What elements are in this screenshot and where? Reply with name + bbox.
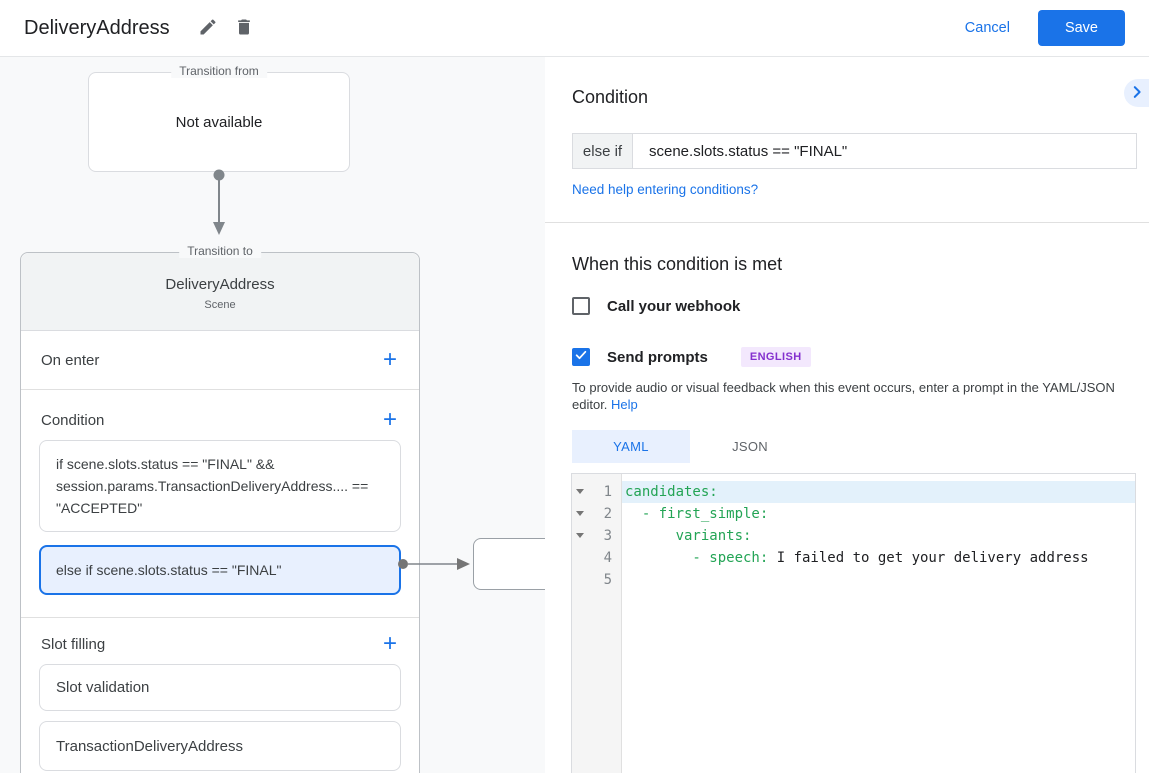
slot-item[interactable]: Slot validation [39,664,401,711]
condition-label: Condition [41,411,105,429]
scene-type-label: Scene [204,299,236,311]
transition-arrow-down [213,169,225,235]
editor-gutter: 1 2 3 4 5 [572,474,622,773]
condition-section: Condition + if scene.slots.status == "FI… [21,390,419,618]
scene-card: Transition to DeliveryAddress Scene On e… [20,244,420,773]
language-badge: ENGLISH [740,347,811,367]
plus-icon: + [382,406,397,433]
yaml-key: candidates: [625,484,718,500]
conditions-help-link[interactable]: Need help entering conditions? [572,182,759,197]
yaml-key: - speech: [625,550,777,566]
save-button[interactable]: Save [1037,10,1125,46]
delete-scene-button[interactable] [226,10,262,46]
code-line[interactable]: - speech: I failed to get your delivery … [622,547,1135,569]
line-number: 3 [603,528,612,544]
webhook-label: Call your webhook [607,297,741,315]
scene-diagram-canvas: Transition from Not available Transition… [0,57,545,773]
webhook-option-row: Call your webhook [572,297,740,315]
slot-filling-section: Slot filling + Slot validation Transacti… [21,618,419,771]
transition-target-box[interactable] [473,538,545,590]
trash-icon [234,17,254,40]
transition-to-legend: Transition to [179,244,261,258]
chevron-right-icon [1128,83,1146,104]
code-line[interactable]: - first_simple: [622,503,1135,525]
code-line[interactable] [622,569,1135,591]
line-number: 2 [603,506,612,522]
transition-from-legend: Transition from [171,64,267,78]
code-line[interactable]: variants: [622,525,1135,547]
condition-item-selected[interactable]: else if scene.slots.status == "FINAL" [39,545,401,595]
panel-divider [545,222,1149,223]
code-line[interactable]: candidates: [622,481,1135,503]
editor-format-tabs: YAML JSON [572,430,810,463]
webhook-checkbox[interactable] [572,297,590,315]
gutter-row: 3 [572,525,621,547]
scene-name: DeliveryAddress [165,276,275,293]
send-prompts-option-row: Send prompts ENGLISH [572,347,811,367]
slot-filling-label: Slot filling [41,635,106,653]
tab-yaml[interactable]: YAML [572,430,690,463]
yaml-key: - first_simple: [625,506,769,522]
prompts-description: To provide audio or visual feedback when… [572,379,1139,413]
transition-from-value: Not available [175,113,263,131]
condition-detail-panel: Condition else if scene.slots.status == … [545,57,1149,773]
line-number: 1 [603,484,612,500]
pencil-icon [198,17,218,40]
page-title: DeliveryAddress [24,16,170,39]
scene-card-header[interactable]: DeliveryAddress Scene [21,253,419,331]
condition-expression-input[interactable]: scene.slots.status == "FINAL" [649,142,848,160]
plus-icon: + [382,346,397,373]
add-condition-button[interactable]: + [375,406,405,434]
fold-icon[interactable] [576,533,584,538]
fold-icon[interactable] [576,489,584,494]
transition-from-box: Transition from Not available [88,64,350,172]
top-bar: DeliveryAddress Cancel Save [0,0,1149,57]
check-icon [574,348,588,367]
on-enter-label: On enter [41,351,100,369]
condition-transition-arrow [398,558,470,570]
condition-section-head: Condition + [21,406,419,434]
cancel-button[interactable]: Cancel [951,12,1024,44]
collapse-panel-button[interactable] [1124,79,1149,107]
send-prompts-label: Send prompts [607,348,708,366]
add-slot-button[interactable]: + [375,630,405,658]
gutter-row: 1 [572,481,621,503]
line-number: 4 [603,550,612,566]
panel-heading: Condition [572,87,649,107]
slot-filling-section-head: Slot filling + [21,630,419,658]
condition-item[interactable]: if scene.slots.status == "FINAL" && sess… [39,440,401,532]
editor-code-area[interactable]: candidates: - first_simple: variants: - … [622,474,1135,773]
fold-icon[interactable] [576,511,584,516]
yaml-value: I failed to get your delivery address [776,550,1089,566]
add-on-enter-button[interactable]: + [375,346,405,374]
prompts-description-text: To provide audio or visual feedback when… [572,380,1115,412]
send-prompts-checkbox[interactable] [572,348,590,366]
gutter-row: 2 [572,503,621,525]
condition-met-heading: When this condition is met [572,254,783,274]
on-enter-row: On enter + [21,331,419,390]
yaml-key: variants: [625,528,752,544]
slot-item[interactable]: TransactionDeliveryAddress [39,721,401,771]
plus-icon: + [382,630,397,657]
help-link[interactable]: Help [611,397,638,412]
condition-prefix-label: else if [573,134,633,168]
yaml-editor: 1 2 3 4 5 candidates: - first_simple: va… [571,473,1136,773]
edit-scene-button[interactable] [190,10,226,46]
line-number: 5 [603,572,612,588]
condition-expression-field: else if scene.slots.status == "FINAL" [572,133,1137,169]
topbar-actions: Cancel Save [951,10,1125,46]
tab-json[interactable]: JSON [690,430,810,463]
gutter-row: 4 [572,547,621,569]
gutter-row: 5 [572,569,621,591]
